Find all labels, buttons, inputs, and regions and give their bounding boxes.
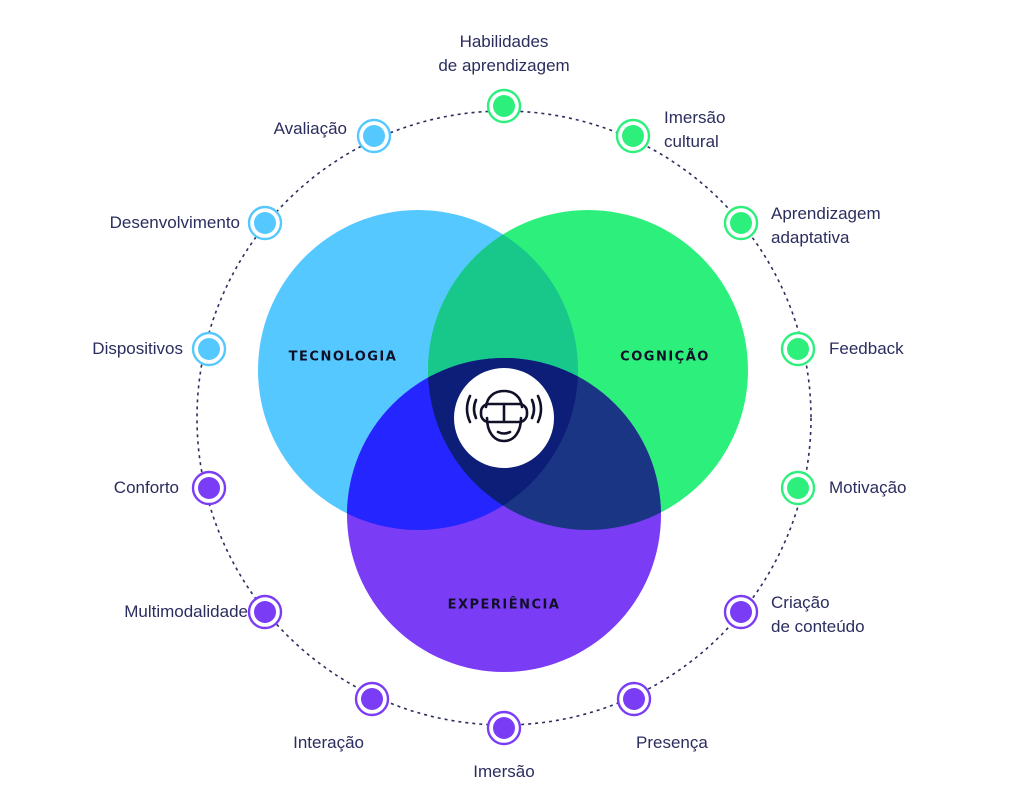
node-dot-conforto [198,477,220,499]
node-label-habilidades: Habilidades de aprendizagem [438,30,569,78]
node-dot-interacao [361,688,383,710]
node-dot-motivacao [787,477,809,499]
node-label-imersao: Imersão [473,760,534,784]
node-habilidades [486,88,522,124]
node-label-multimodalidade: Multimodalidade [124,600,248,624]
node-dot-aprendizagem-adaptativa [730,212,752,234]
node-label-imersao-cultural: Imersão cultural [664,106,725,154]
node-label-line1: Aprendizagem [771,204,881,223]
node-label-line2: de conteúdo [771,616,865,636]
node-dispositivos [191,331,227,367]
node-dot-multimodalidade [254,601,276,623]
node-desenvolvimento [247,205,283,241]
node-presenca [616,681,652,717]
node-dot-habilidades [493,95,515,117]
node-label-desenvolvimento: Desenvolvimento [110,211,240,235]
node-avaliacao [356,118,392,154]
node-imersao-cultural [615,118,651,154]
node-label-line1: Interação [293,733,364,752]
node-label-line1: Multimodalidade [124,602,248,621]
node-dot-feedback [787,338,809,360]
node-feedback [780,331,816,367]
node-multimodalidade [247,594,283,630]
cognicao-label: COGNIÇÃO [620,349,710,365]
node-dot-imersao-cultural [622,125,644,147]
node-label-line2: de aprendizagem [438,55,570,75]
node-label-line1: Dispositivos [92,339,183,358]
node-criacao-conteudo [723,594,759,630]
node-label-line1: Criação [771,593,830,612]
node-label-feedback: Feedback [829,337,904,361]
node-motivacao [780,470,816,506]
node-label-line1: Habilidades [459,32,549,51]
node-label-conforto: Conforto [114,476,179,500]
node-dot-avaliacao [363,125,385,147]
node-label-motivacao: Motivação [829,476,906,500]
node-label-interacao: Interação [293,731,364,755]
node-dot-desenvolvimento [254,212,276,234]
node-interacao [354,681,390,717]
node-label-line1: Conforto [113,478,179,497]
node-dot-presenca [623,688,645,710]
node-label-line1: Presença [636,733,708,752]
node-label-line1: Motivação [829,478,907,497]
node-dot-dispositivos [198,338,220,360]
node-imersao [486,710,522,746]
node-label-aprendizagem-adaptativa: Aprendizagem adaptativa [771,202,881,250]
node-label-line1: Desenvolvimento [109,213,240,232]
ring-nodes [191,88,816,746]
node-conforto [191,470,227,506]
vr-headset-icon [454,368,554,468]
node-aprendizagem-adaptativa [723,205,759,241]
node-label-line1: Imersão [473,762,535,781]
node-label-dispositivos: Dispositivos [92,337,183,361]
node-label-line1: Imersão [664,108,726,127]
node-label-line1: Avaliação [273,119,347,138]
node-label-line2: adaptativa [771,227,850,247]
node-label-avaliacao: Avaliação [274,117,347,141]
node-label-line2: cultural [664,131,719,151]
node-dot-criacao-conteudo [730,601,752,623]
experiencia-label: EXPERIÊNCIA [447,597,561,613]
node-label-line1: Feedback [829,339,904,358]
tecnologia-label: TECNOLOGIA [288,349,398,365]
node-label-presenca: Presença [636,731,708,755]
node-dot-imersao [493,717,515,739]
node-label-criacao-conteudo: Criação de conteúdo [771,591,865,639]
outer-ring [196,110,812,726]
